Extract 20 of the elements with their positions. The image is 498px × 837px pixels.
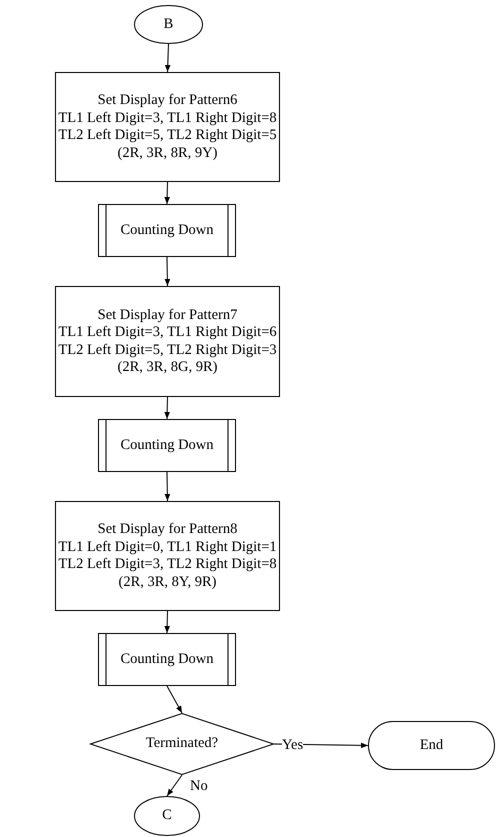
node-text: Terminated? [146,735,218,753]
node-text: Counting Down [120,222,214,240]
node-text: Set Display for Pattern7 [98,306,238,324]
node-text: C [162,807,172,825]
node-text: TL1 Left Digit=3, TL1 Right Digit=8 [58,110,277,127]
node-text: TL2 Left Digit=3, TL2 Right Digit=8 [58,556,277,574]
node-text: (2R, 3R, 8Y, 9R) [118,574,217,591]
node-text: B [164,16,174,34]
node-text: (2R, 3R, 8G, 9R) [118,359,218,376]
node-text: Set Display for Pattern8 [98,521,238,538]
node-text: Set Display for Pattern6 [98,92,238,110]
node-text: TL1 Left Digit=0, TL1 Right Digit=1 [58,538,277,556]
node-text: TL2 Left Digit=5, TL2 Right Digit=3 [58,342,277,359]
node-text: TL1 Left Digit=3, TL1 Right Digit=6 [58,324,277,342]
node-text: Counting Down [120,436,214,454]
node-text: (2R, 3R, 8R, 9Y) [118,144,218,162]
edge-label: No [190,778,208,794]
node-text: Counting Down [120,650,214,668]
node-text: End [420,736,444,754]
node-text: TL2 Left Digit=5, TL2 Right Digit=5 [58,127,277,144]
